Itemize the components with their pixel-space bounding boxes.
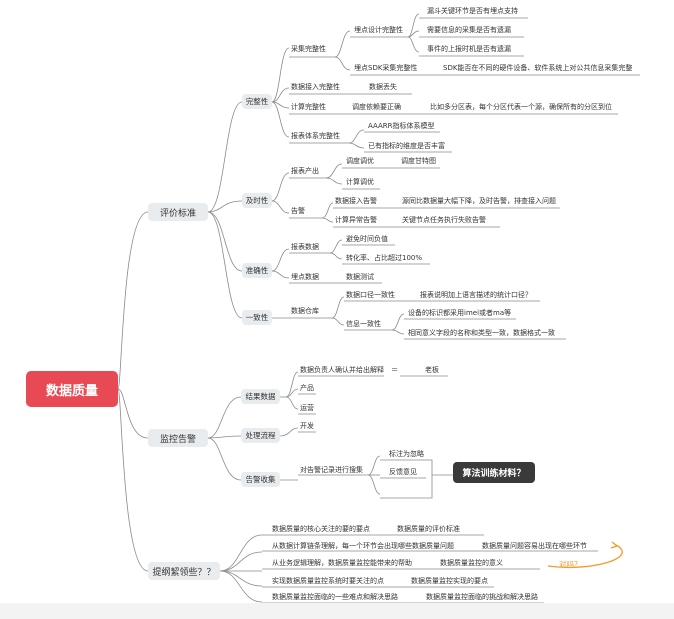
node-sdk-collect[interactable]: 埋点SDK采集完整性 [354, 64, 418, 72]
node-info-complete[interactable]: 需要信息的采集是否有遗漏 [427, 26, 511, 34]
tip-line5-left[interactable]: 数据质量监控面临的一些难点和解决思路 [272, 593, 398, 601]
node-schedule-opt[interactable]: 调度调优 [346, 157, 374, 165]
node-data-owner[interactable]: 数据负责人确认并给出解释 [300, 366, 384, 374]
node-alert-collect[interactable]: 告警收集 [241, 472, 280, 487]
node-process[interactable]: 处理流程 [241, 428, 280, 443]
tip-line4-right[interactable]: 数据质量监控实现的要点 [411, 577, 488, 585]
node-event-timing[interactable]: 事件的上报时机是否有遗漏 [427, 45, 511, 53]
node-access-alert[interactable]: 数据接入告警 [335, 197, 377, 205]
node-calc-alert-desc[interactable]: 关键节点任务执行失败告警 [402, 216, 486, 224]
node-report-output[interactable]: 报表产出 [291, 167, 319, 175]
node-aarrr[interactable]: AAARR指标体系模型 [368, 122, 435, 130]
node-caliber[interactable]: 数据口径一致性 [346, 291, 395, 299]
node-accuracy[interactable]: 准确性 [242, 263, 272, 278]
annotation-arrow [547, 544, 623, 569]
node-abnormal-value[interactable]: 避免时间负值 [346, 235, 388, 243]
node-calc-completeness[interactable]: 计算完整性 [291, 103, 326, 111]
node-field-naming[interactable]: 相同意义字段的名称和类型一致，数据格式一致 [408, 329, 555, 337]
node-eval-standard[interactable]: 评价标准 [148, 203, 208, 221]
node-tracking-design[interactable]: 埋点设计完整性 [354, 26, 403, 34]
node-consistency[interactable]: 一致性 [242, 310, 272, 325]
node-device-id[interactable]: 设备的标识都采用imei或者ma等 [408, 309, 512, 317]
node-data-access[interactable]: 数据接入完整性 [291, 83, 340, 91]
tip-line4-left[interactable]: 实现数据质量监控系统时要关注的点 [272, 577, 384, 585]
node-timeliness[interactable]: 及时性 [242, 193, 272, 208]
node-conversion[interactable]: 转化率、占比超过100% [346, 254, 423, 262]
node-ops[interactable]: 运营 [300, 404, 314, 412]
tip-line1-right[interactable]: 数据质量的评价标准 [397, 525, 460, 533]
node-calc-opt[interactable]: 计算调优 [346, 178, 374, 186]
callout-algorithm-material[interactable]: 算法训练材料？ [453, 462, 535, 483]
node-key-points[interactable]: 提纲絜领些？？ [148, 562, 220, 580]
node-feedback[interactable]: 反馈意见 [389, 468, 417, 476]
node-data-loss[interactable]: 数据丢失 [369, 83, 397, 91]
root-node[interactable]: 数据质量 [26, 371, 118, 407]
node-warehouse[interactable]: 数据仓库 [291, 307, 319, 315]
node-calc-alert[interactable]: 计算异常告警 [335, 216, 377, 224]
node-completeness[interactable]: 完整性 [242, 94, 272, 109]
node-collect-completeness[interactable]: 采集完整性 [291, 45, 326, 53]
annotation-note: 对吗？ [559, 560, 582, 569]
node-dev[interactable]: 开发 [300, 422, 314, 430]
node-result-data[interactable]: 结果数据 [241, 389, 280, 404]
tip-line2-left[interactable]: 从数据计算链条理解，每一个环节会出现哪些数据质量问题 [272, 542, 454, 550]
tip-line1-left[interactable]: 数据质量的核心关注的要的要点 [272, 525, 370, 533]
node-monitor-alert[interactable]: 监控告警 [148, 429, 208, 447]
node-calc-logic[interactable]: 调度依赖要正确 [352, 103, 401, 111]
node-report-data[interactable]: 报表数据 [291, 243, 319, 251]
node-calc-desc[interactable]: 比如多分区表，每个分区代表一个源，确保所有的分区到位 [430, 103, 612, 111]
node-alert-record[interactable]: 对告警记录进行搜集 [300, 466, 363, 474]
node-data-test[interactable]: 数据测试 [346, 273, 374, 281]
node-tracking-data[interactable]: 埋点数据 [291, 273, 319, 281]
node-boss[interactable]: 老板 [425, 366, 439, 374]
tip-line3-right[interactable]: 数据质量监控的意义 [440, 559, 503, 567]
node-mark-ignore[interactable]: 标注为忽略 [389, 450, 424, 458]
node-access-alert-desc[interactable]: 源同比数据量大幅下降，及时告警，排查接入问题 [402, 197, 556, 205]
node-caliber-desc[interactable]: 报表说明加上语言描述的统计口径？ [420, 291, 532, 299]
tip-line2-right[interactable]: 数据质量问题容易出现在哪些环节 [482, 542, 587, 550]
node-info-consistency[interactable]: 信息一致性 [346, 320, 381, 328]
node-alert[interactable]: 告警 [291, 207, 305, 215]
tip-line3-left[interactable]: 从业务逻辑理解，数据质量监控能带来的帮助 [272, 559, 412, 567]
node-funnel-support[interactable]: 漏斗关键环节是否有埋点支持 [427, 7, 518, 15]
node-sdk-desc[interactable]: SDK能否在不同的硬件设备、软件系统上对公共信息采集完整 [443, 64, 633, 72]
node-dims[interactable]: 已有指标的维度是否丰富 [368, 142, 445, 150]
node-gantt[interactable]: 调度甘特图 [401, 157, 436, 165]
equals-sign: ＝ [391, 366, 398, 374]
tip-line5-right[interactable]: 数据质量监控面临的挑战和解决思路 [426, 593, 538, 601]
node-product[interactable]: 产品 [300, 384, 314, 392]
bottom-strip [0, 603, 674, 619]
node-report-system[interactable]: 报表体系完整性 [291, 132, 340, 140]
